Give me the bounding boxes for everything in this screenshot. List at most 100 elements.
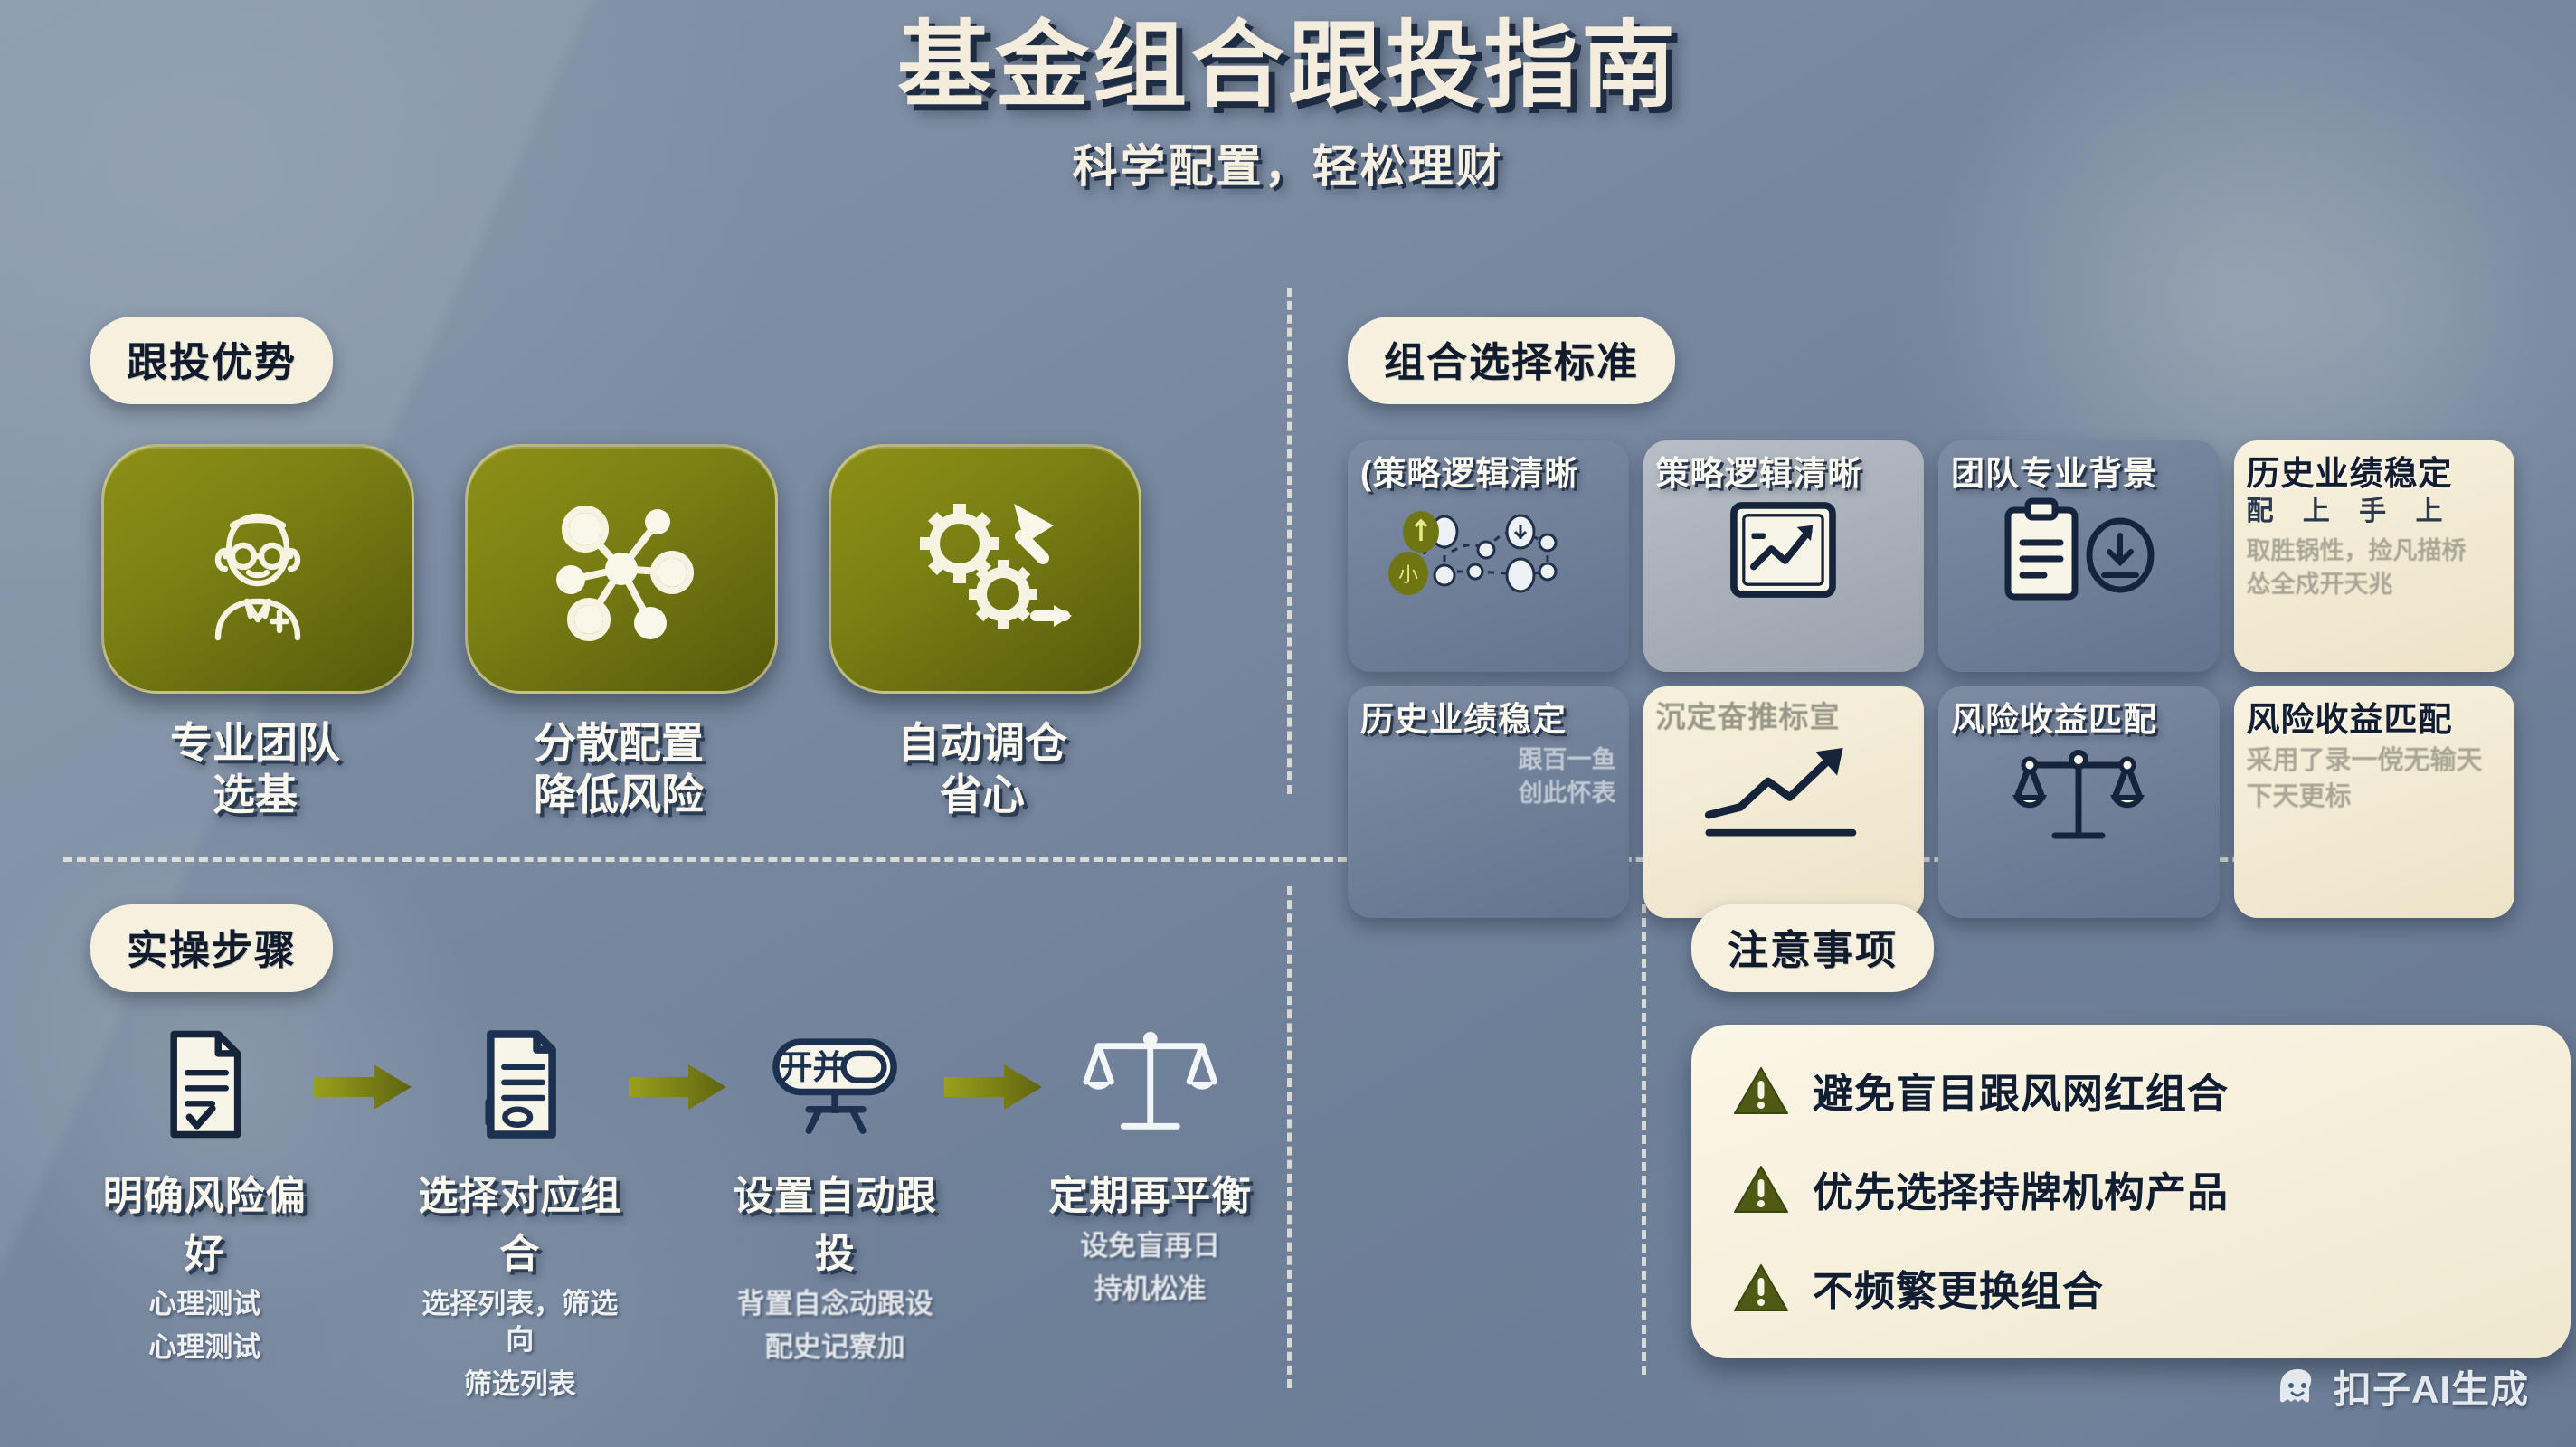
flow-arrow	[942, 1023, 1044, 1113]
note-text: 不频繁更换组合	[1813, 1268, 2105, 1314]
section-badge-steps: 实操步骤	[90, 904, 334, 992]
flow-arrow	[312, 1023, 413, 1113]
chart-frame-icon	[1730, 502, 1837, 599]
criteria-subtext: 取胜锅性，捡凡描桥 怂全戍开天兆	[2246, 537, 2467, 598]
step-item[interactable]: 选择对应组合 选择列表，筛选向 筛选列表	[413, 1023, 628, 1403]
step-subtitle-1: 心理测试	[148, 1288, 261, 1319]
criteria-title: 策略逻辑清晰	[1655, 455, 1862, 492]
svg-text:小: 小	[1398, 564, 1418, 587]
network-diagram-icon: 小	[1388, 511, 1558, 596]
gears-arrow-icon	[920, 504, 1072, 629]
divider-vertical-middle	[1642, 904, 1646, 1375]
criteria-card[interactable]: (策略逻辑清晰	[1348, 440, 1629, 672]
step-subtitle-2: 配史记寮加	[764, 1331, 905, 1364]
section-badge-advantages: 跟投优势	[90, 317, 334, 404]
divider-vertical-bottom	[1287, 886, 1292, 1388]
advantage-tile	[465, 444, 778, 694]
advantage-tile	[829, 444, 1141, 694]
criteria-title: 风险收益匹配	[2246, 701, 2453, 738]
advantage-line2: 选基	[213, 771, 298, 819]
document-lines-icon	[485, 1029, 557, 1139]
advantage-tile	[101, 444, 414, 694]
criteria-title: (策略逻辑清晰	[1360, 455, 1579, 492]
coze-ghost-icon	[2279, 1368, 2312, 1402]
document-check-icon	[170, 1030, 242, 1138]
criteria-art	[1656, 738, 1912, 846]
note-text: 优先选择持牌机构产品	[1813, 1169, 2230, 1215]
advantage-card[interactable]: 自动调仓 省心	[829, 444, 1141, 821]
warning-triangle-icon	[1734, 1165, 1788, 1213]
section-badge-notes: 注意事项	[1691, 904, 1935, 992]
toggle-switch-icon: 开并	[772, 1037, 898, 1134]
notes-panel: 避免盲目跟风网红组合 优先选择持牌机构产品 不频繁更换组合	[1691, 1025, 2571, 1358]
step-item[interactable]: 明确风险偏好 心理测试 心理测试	[98, 1023, 312, 1367]
header: 基金组合跟投指南 科学配置，轻松理财	[0, 16, 2576, 195]
note-item[interactable]: 不频繁更换组合	[1733, 1258, 2529, 1317]
advantage-line1: 专业团队	[170, 719, 340, 767]
section-criteria: 组合选择标准 (策略逻辑清晰	[1348, 317, 2514, 918]
criteria-title: 风险收益匹配	[1951, 701, 2157, 738]
balance-scale-icon	[1083, 1031, 1218, 1130]
advantage-caption: 专业团队 选基	[101, 717, 409, 821]
criteria-title: 团队专业背景	[1951, 455, 2157, 492]
criteria-card[interactable]: 沉定奋推标宣	[1643, 686, 1924, 918]
network-nodes-icon	[556, 506, 694, 641]
arrow-right-icon	[313, 1064, 412, 1110]
criteria-card[interactable]: 策略逻辑清晰	[1643, 440, 1924, 672]
advantage-card[interactable]: 分散配置 降低风险	[465, 444, 778, 821]
step-item[interactable]: 定期再平衡 设免盲再日 持机松准	[1044, 1023, 1258, 1309]
advantage-line2: 降低风险	[534, 771, 704, 819]
section-advantages: 跟投优势	[90, 317, 1248, 821]
note-text: 避免盲目跟风网红组合	[1813, 1071, 2230, 1117]
step-subtitle-1: 设免盲再日	[1080, 1230, 1221, 1262]
clipboard-badge-icon	[2004, 497, 2155, 601]
step-subtitle-1: 选择列表，筛选向	[421, 1288, 619, 1357]
note-item[interactable]: 避免盲目跟风网红组合	[1733, 1061, 2529, 1120]
advantage-card[interactable]: 专业团队 选基	[101, 444, 414, 821]
criteria-art	[1951, 742, 2207, 850]
note-item[interactable]: 优先选择持牌机构产品	[1733, 1159, 2529, 1218]
advantage-line1: 分散配置	[534, 719, 704, 767]
criteria-subtext-large: 配 上 手 上	[2246, 497, 2454, 527]
flow-arrow	[627, 1023, 728, 1113]
section-notes: 注意事项 避免盲目跟风网红组合 优先选择持牌机构产品	[1691, 904, 2571, 1358]
criteria-title: 历史业绩稳定	[1360, 701, 1567, 738]
criteria-card[interactable]: 风险收益匹配 采用了录一傥无输天 下天更标	[2233, 686, 2514, 918]
step-art	[98, 1023, 312, 1145]
step-art	[1044, 1023, 1258, 1145]
arrow-right-icon	[629, 1064, 726, 1110]
advantage-caption: 分散配置 降低风险	[465, 717, 772, 821]
warning-triangle-icon	[1734, 1263, 1788, 1311]
step-title: 选择对应组合	[418, 1174, 622, 1276]
advantage-line1: 自动调仓	[897, 719, 1067, 767]
professional-advisor-icon	[214, 513, 301, 641]
warning-triangle-icon	[1734, 1066, 1788, 1114]
balance-scale-icon	[2012, 750, 2145, 839]
svg-text:开并: 开并	[780, 1047, 846, 1086]
criteria-card[interactable]: 历史业绩稳定 配 上 手 上 取胜锅性，捡凡描桥 怂全戍开天兆	[2233, 440, 2514, 672]
advantage-card-row: 专业团队 选基	[90, 444, 1248, 821]
divider-horizontal	[63, 857, 2513, 862]
step-subtitle-1: 背置自念动跟设	[736, 1288, 933, 1319]
step-title: 定期再平衡	[1048, 1174, 1253, 1218]
criteria-card[interactable]: 风险收益匹配	[1938, 686, 2220, 918]
criteria-card[interactable]: 团队专业背景	[1938, 440, 2220, 672]
section-steps: 实操步骤 明确风险偏好 心理测试	[90, 904, 1257, 1403]
step-flow: 明确风险偏好 心理测试 心理测试	[90, 1023, 1257, 1403]
criteria-subtext: 跟百一鱼 创此怀表	[1518, 746, 1616, 807]
step-art: 开并	[728, 1023, 942, 1145]
watermark: 扣子AI生成	[2274, 1359, 2529, 1414]
step-item[interactable]: 开并 设置自动跟投 背置自念动跟设 配史记寮加	[728, 1023, 942, 1367]
criteria-grid: (策略逻辑清晰	[1348, 440, 2514, 918]
criteria-title: 沉定奋推标宣	[1655, 700, 1841, 733]
criteria-art: 小	[1360, 496, 1616, 604]
criteria-title: 历史业绩稳定	[2246, 455, 2453, 492]
step-art	[413, 1023, 628, 1145]
rising-line-icon	[1704, 747, 1856, 837]
criteria-art	[1951, 496, 2207, 604]
criteria-card[interactable]: 历史业绩稳定 跟百一鱼 创此怀表	[1348, 686, 1629, 918]
step-title: 设置自动跟投	[733, 1174, 937, 1276]
criteria-art	[1656, 496, 1912, 604]
page-title: 基金组合跟投指南	[896, 14, 1679, 118]
